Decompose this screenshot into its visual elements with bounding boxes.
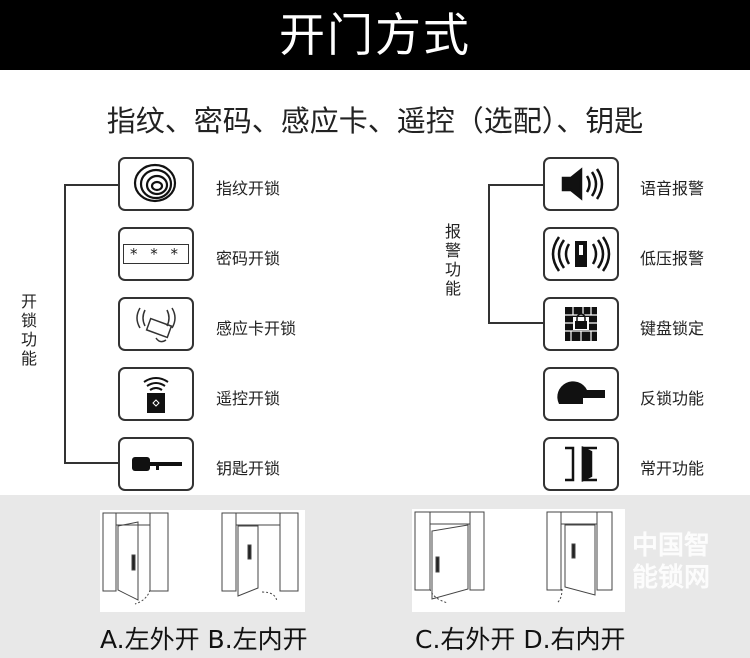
remote-icon <box>118 367 194 421</box>
unlock-label: 感应卡开锁 <box>216 319 297 338</box>
keypad-lock-icon <box>543 297 619 351</box>
door-diagram-right <box>412 509 625 612</box>
fingerprint-icon <box>118 157 194 211</box>
unlock-label: 遥控开锁 <box>216 389 281 408</box>
bracket-line <box>488 184 543 186</box>
unlock-label: 钥匙开锁 <box>216 459 281 478</box>
alarm-group-label: 报警功能 <box>444 222 461 298</box>
door-open-icon <box>543 437 619 491</box>
page-title: 开门方式 <box>0 0 750 70</box>
alarm-label: 常开功能 <box>640 459 705 478</box>
bracket-line <box>64 462 119 464</box>
door-caption-left: A.左外开 B.左内开 <box>100 625 308 654</box>
unlock-label: 指纹开锁 <box>216 179 281 198</box>
bracket-line <box>488 322 543 324</box>
unlock-group-label: 开锁功能 <box>20 292 37 368</box>
alarm-label: 语音报警 <box>640 179 705 198</box>
watermark: 中国智能锁网 <box>632 531 711 593</box>
alarm-label: 键盘锁定 <box>640 319 705 338</box>
card-icon <box>118 297 194 351</box>
battery-icon <box>543 227 619 281</box>
unlock-label: 密码开锁 <box>216 249 281 268</box>
alarm-label: 低压报警 <box>640 249 705 268</box>
subtitle: 指纹、密码、感应卡、遥控（选配）、钥匙 <box>106 104 644 138</box>
password-icon: * * * <box>118 227 194 281</box>
bracket-line <box>64 184 119 186</box>
door-caption-right: C.右外开 D.右内开 <box>415 625 626 654</box>
alarm-label: 反锁功能 <box>640 389 705 408</box>
handle-icon <box>543 367 619 421</box>
key-icon <box>118 437 194 491</box>
bracket-line <box>488 184 490 324</box>
door-diagram-left <box>100 510 305 612</box>
speaker-icon <box>543 157 619 211</box>
password-text: * * * <box>122 244 190 264</box>
bracket-line <box>64 184 66 464</box>
